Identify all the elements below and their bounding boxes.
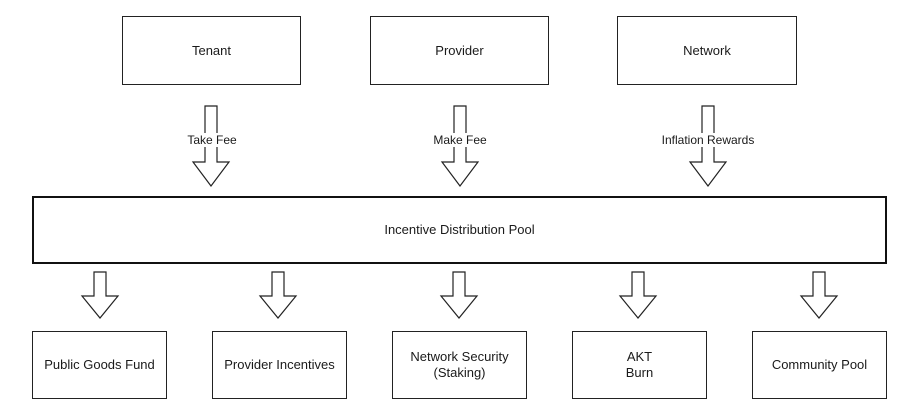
- network-security-label: Network Security (Staking): [410, 349, 509, 380]
- provider-box: Provider: [370, 16, 549, 85]
- tenant-label: Tenant: [191, 42, 232, 58]
- provider-incentives-label: Provider Incentives: [224, 357, 335, 372]
- arrow-pool-to-public-goods: [80, 271, 120, 319]
- community-pool-box: Community Pool: [752, 331, 887, 399]
- network-security-box: Network Security (Staking): [392, 331, 527, 399]
- network-box: Network: [617, 16, 797, 85]
- community-pool-label: Community Pool: [771, 357, 868, 372]
- akt-burn-label: AKT Burn: [625, 349, 654, 380]
- network-label: Network: [683, 42, 731, 58]
- inflation-rewards-label: Inflation Rewards: [660, 133, 756, 147]
- tenant-box: Tenant: [122, 16, 301, 85]
- arrow-pool-to-provider-incentives: [258, 271, 298, 319]
- public-goods-fund-label: Public Goods Fund: [44, 357, 155, 372]
- incentive-distribution-pool: Incentive Distribution Pool: [32, 196, 887, 264]
- arrow-pool-to-network-security: [439, 271, 479, 319]
- pool-label: Incentive Distribution Pool: [384, 222, 535, 237]
- akt-burn-box: AKT Burn: [572, 331, 707, 399]
- provider-label: Provider: [435, 42, 484, 58]
- provider-incentives-box: Provider Incentives: [212, 331, 347, 399]
- take-fee-label: Take Fee: [186, 133, 238, 147]
- public-goods-fund-box: Public Goods Fund: [32, 331, 167, 399]
- make-fee-label: Make Fee: [432, 133, 488, 147]
- arrow-pool-to-akt-burn: [618, 271, 658, 319]
- arrow-pool-to-community-pool: [799, 271, 839, 319]
